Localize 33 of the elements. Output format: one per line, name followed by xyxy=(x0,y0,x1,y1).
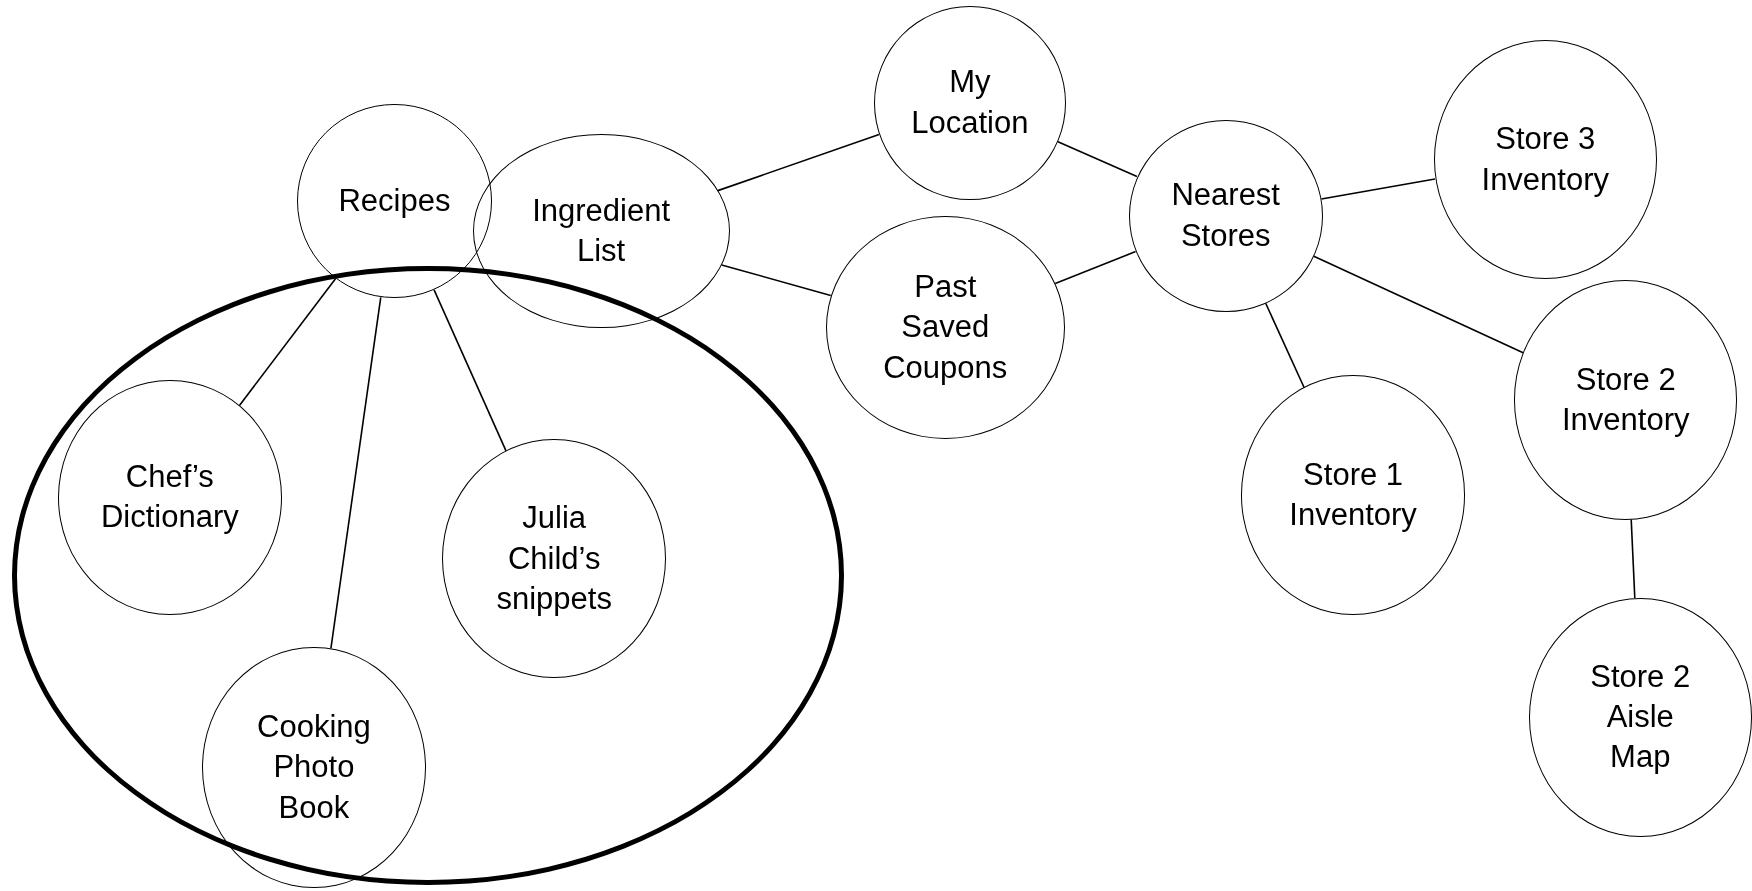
node-label: Store 3 Inventory xyxy=(1480,120,1611,199)
connector-line xyxy=(1630,518,1636,599)
circle-node xyxy=(202,646,426,889)
connector-line xyxy=(1313,255,1524,354)
node-label: My Location xyxy=(910,63,1030,142)
connector-line xyxy=(717,133,880,192)
circle-node xyxy=(1528,597,1752,837)
connector-line xyxy=(720,264,832,297)
circle-node xyxy=(58,379,282,615)
node-label: Nearest Stores xyxy=(1170,176,1281,255)
connector-line xyxy=(1054,250,1137,285)
node-label: Ingredient List xyxy=(531,192,672,271)
node-label: Recipes xyxy=(337,181,452,220)
connector-line xyxy=(1320,178,1436,200)
node-label: Chef’s Dictionary xyxy=(99,457,240,537)
connector-line xyxy=(1057,140,1138,178)
circle-node xyxy=(825,215,1065,440)
circle-node xyxy=(442,439,666,679)
connector-line xyxy=(1264,302,1305,389)
node-label: Store 2 Aisle Map xyxy=(1589,657,1692,777)
connector-line xyxy=(238,277,337,407)
circle-node xyxy=(1241,375,1465,615)
node-label: Past Saved Coupons xyxy=(882,267,1009,387)
circle-node xyxy=(1514,280,1738,520)
connector-line xyxy=(433,289,507,452)
node-label: Store 1 Inventory xyxy=(1288,455,1418,534)
node-label: Cooking Photo Book xyxy=(256,708,372,827)
connector-line xyxy=(330,296,382,650)
node-label: Store 2 Inventory xyxy=(1560,360,1691,439)
group-ellipse xyxy=(12,265,844,885)
circle-node xyxy=(472,134,730,329)
circle-node xyxy=(1433,40,1657,280)
node-label: Julia Child’s snippets xyxy=(495,499,613,618)
